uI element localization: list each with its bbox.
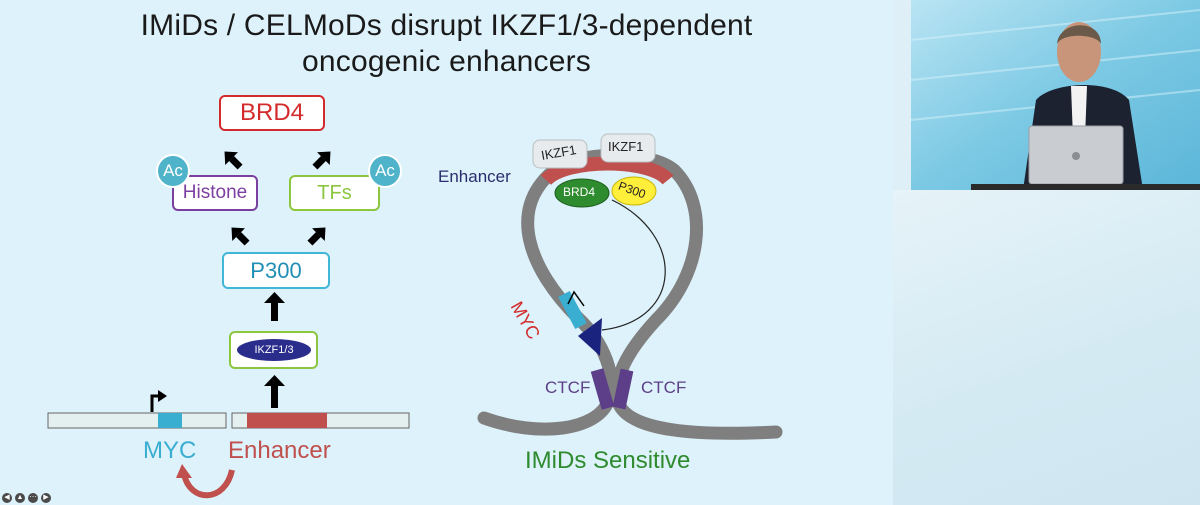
ctcf-right-label: CTCF xyxy=(641,378,687,397)
promoter-triangle xyxy=(578,318,602,356)
histone-box: Histone xyxy=(172,175,258,211)
arrow-tfs-to-brd4 xyxy=(312,151,331,170)
brd4-ellipse-label: BRD4 xyxy=(563,185,596,199)
presentation-slide: IMiDs / CELMoDs disrupt IKZF1/3-dependen… xyxy=(47,9,783,499)
ctcf-left-label: CTCF xyxy=(545,378,591,397)
slide-navigation: ◀ ▲ ⋯ ▶ xyxy=(2,493,51,505)
myc-chromatin-segment xyxy=(558,290,587,330)
pointer-tool-button[interactable]: ▲ xyxy=(15,493,25,503)
ikzf1-label-a: IKZF1 xyxy=(539,142,578,163)
enhancer-label: Enhancer xyxy=(228,437,331,464)
dna-strand xyxy=(47,412,410,429)
enhancer-segment xyxy=(247,413,327,428)
tfs-label: TFs xyxy=(317,182,352,204)
next-slide-button[interactable]: ▶ xyxy=(41,493,51,503)
p300-box: P300 xyxy=(222,252,330,289)
slide-title-line2: oncogenic enhancers xyxy=(301,45,591,78)
arrow-ikzf-to-p300 xyxy=(264,292,285,321)
ikzf1-label-b: IKZF1 xyxy=(608,139,644,154)
histone-label: Histone xyxy=(182,182,248,203)
prev-slide-button[interactable]: ◀ xyxy=(2,493,12,503)
myc-segment xyxy=(158,413,182,428)
myc-label: MYC xyxy=(143,437,197,464)
arrow-enhancer-to-ikzf xyxy=(264,375,285,408)
ikzf13-label: IKZF1/3 xyxy=(254,344,294,356)
tfs-box: TFs xyxy=(289,175,380,211)
enhancer-right-label: Enhancer xyxy=(438,167,511,186)
speaker-video xyxy=(911,0,1200,190)
loop-curved-arrow xyxy=(181,469,235,499)
arrow-p300-to-histone xyxy=(231,227,250,246)
brd4-label: BRD4 xyxy=(239,99,305,126)
ikzf13-box: IKZF1/3 xyxy=(229,331,318,369)
ac-badge-tfs: Ac xyxy=(368,154,402,188)
tss-arrow-icon xyxy=(150,394,160,412)
myc-tss-arrow-icon xyxy=(567,290,585,307)
ac-badge-histone: Ac xyxy=(156,154,190,188)
slide-title-line1: IMiDs / CELMoDs disrupt IKZF1/3-dependen… xyxy=(140,9,753,42)
arrow-p300-to-tfs xyxy=(307,227,326,246)
arrow-histone-to-brd4 xyxy=(224,151,243,170)
p300-label: P300 xyxy=(250,258,302,283)
myc-right-label: MYC xyxy=(506,298,544,343)
apple-logo-icon xyxy=(1072,152,1080,160)
ikzf13-ellipse: IKZF1/3 xyxy=(237,339,311,361)
right-background-panel xyxy=(893,190,1200,505)
brd4-box: BRD4 xyxy=(219,95,325,131)
speaker-video-frame xyxy=(911,0,1200,190)
imids-sensitive-caption: IMiDs Sensitive xyxy=(525,447,691,474)
ctcf-left-segment xyxy=(590,368,615,410)
more-options-button[interactable]: ⋯ xyxy=(28,493,38,503)
p300-ellipse-label: P300 xyxy=(616,178,648,202)
ctcf-right-segment xyxy=(612,368,634,410)
